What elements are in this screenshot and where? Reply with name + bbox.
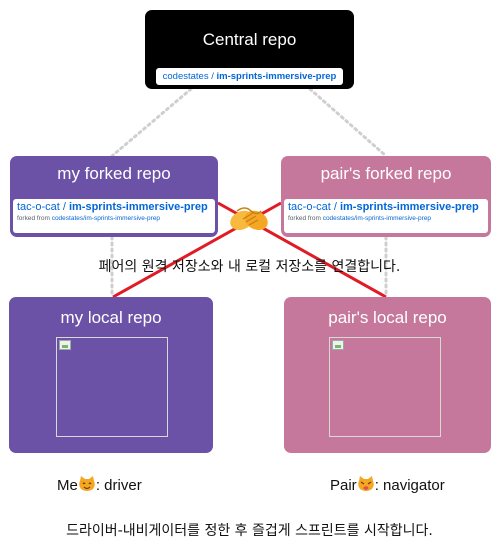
pair-forked-repo-title: pair's forked repo [320, 164, 452, 183]
pair-role: : navigator [374, 477, 445, 494]
pair-fork-forked-label: forked from [288, 215, 321, 222]
connect-caption: 페어의 원격 저장소와 내 로컬 저장소를 연결합니다. [98, 259, 401, 275]
pair-fork-forked-from-link[interactable]: codestates/im-sprints-immersive-prep [322, 215, 432, 222]
my-fork-repo-name: im-sprints-immersive-prep [68, 201, 208, 213]
angry-cat-face-icon [357, 476, 374, 491]
dotted-line-central-my-fork [110, 87, 193, 158]
my-local-image-placeholder [56, 337, 168, 437]
broken-image-icon [59, 340, 71, 350]
me-role: : driver [95, 477, 142, 494]
pair-forked-repo-box: pair's forked repo tac-o-cat / im-sprint… [281, 156, 491, 237]
central-repo-link[interactable]: codestates / im-sprints-immersive-prep [156, 68, 343, 85]
pair-local-image-placeholder [329, 337, 441, 437]
pair-fork-owner: tac-o-cat [288, 201, 331, 213]
my-local-repo-box: my local repo [9, 297, 213, 453]
pair-local-repo-title: pair's local repo [328, 308, 447, 327]
handshake-icon [230, 207, 268, 230]
bottom-caption: 드라이버-내비게이터를 정한 후 즐겁게 스프린트를 시작합니다. [66, 523, 433, 539]
central-repo-box: Central repo codestates / im-sprints-imm… [145, 10, 354, 89]
pair-label: Pair [330, 477, 357, 494]
cat-face-icon [79, 476, 95, 491]
central-repo-owner: codestates [162, 71, 209, 82]
my-fork-forked-from-link[interactable]: codestates/im-sprints-immersive-prep [51, 215, 161, 222]
central-repo-name: im-sprints-immersive-prep [216, 71, 337, 82]
my-local-repo-title: my local repo [60, 308, 162, 327]
pair-role-label: Pair : navigator [330, 476, 445, 494]
my-fork-forked-label: forked from [17, 215, 50, 222]
my-forked-repo-title: my forked repo [57, 164, 171, 183]
pair-local-repo-box: pair's local repo [284, 297, 491, 453]
broken-image-icon [332, 340, 344, 350]
pair-fork-repo-name: im-sprints-immersive-prep [339, 201, 479, 213]
me-role-label: Me : driver [57, 476, 142, 494]
pair-forked-repo-card[interactable]: tac-o-cat / im-sprints-immersive-prep fo… [284, 199, 488, 233]
central-repo-title: Central repo [202, 30, 297, 49]
my-forked-repo-card[interactable]: tac-o-cat / im-sprints-immersive-prep fo… [13, 199, 215, 233]
dotted-line-central-pair-fork [308, 87, 388, 158]
my-forked-repo-box: my forked repo tac-o-cat / im-sprints-im… [10, 156, 218, 237]
my-fork-owner: tac-o-cat [17, 201, 60, 213]
me-label: Me [57, 477, 78, 494]
